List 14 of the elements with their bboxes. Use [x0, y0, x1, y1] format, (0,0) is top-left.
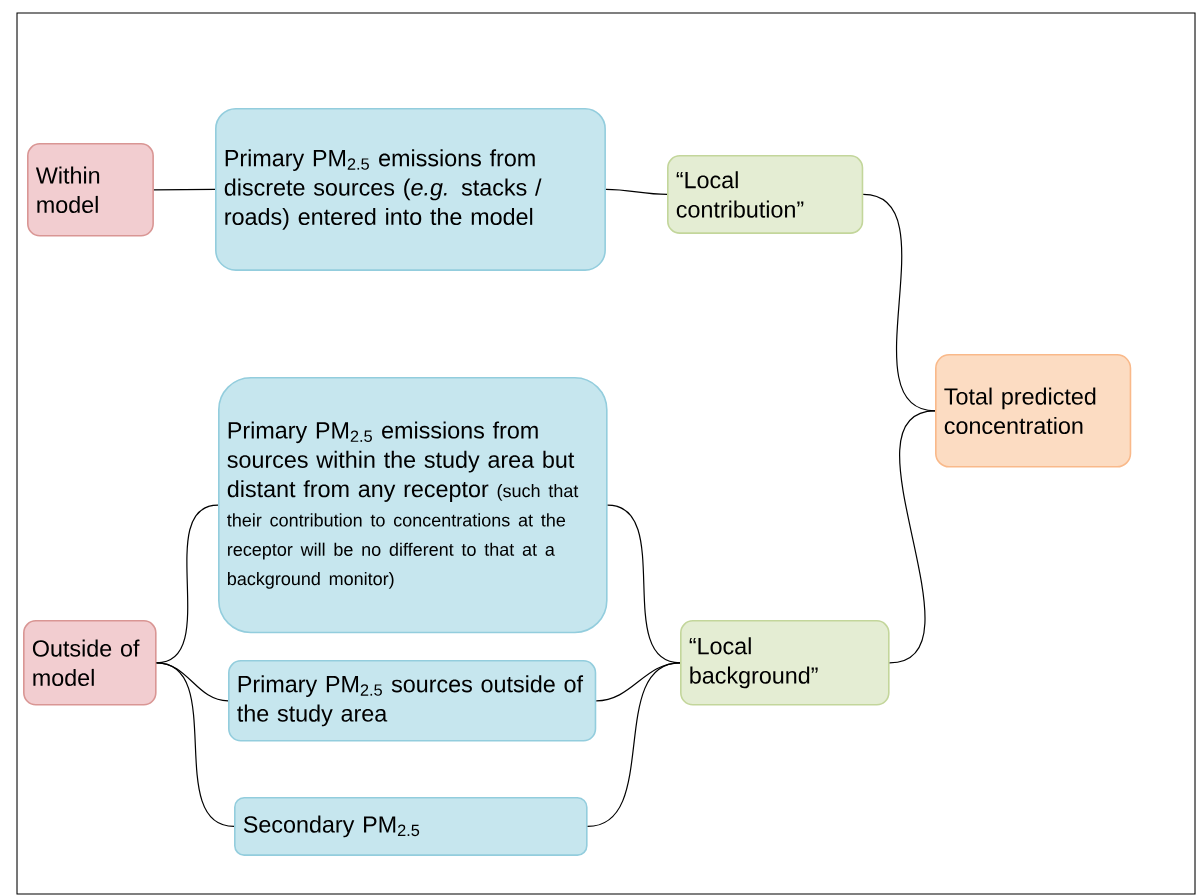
connector [156, 662, 235, 828]
connector [605, 188, 668, 196]
source-box: Primary PM$_{2.5}$ emissions from sources within the study area but distant from any receptor (such that their contribution to concentrations at the receptor will be no different to that at a background monitor) [218, 377, 608, 634]
source-box: Primary PM$_{2.5}$ emissions from discrete sources (e.g. stacks / roads) entered into the model [215, 108, 606, 271]
contribution-box: “Local background” [680, 620, 890, 706]
result-box: Total predicted concentration [935, 354, 1132, 468]
connector [587, 662, 681, 828]
group-box: Outside of model [23, 620, 157, 706]
connector [889, 410, 936, 664]
connector [153, 188, 216, 191]
source-box: Primary PM$_{2.5}$ sources outside of the study area [228, 660, 597, 742]
contribution-box: “Local contribution” [667, 155, 864, 234]
source-box: Secondary PM$_{2.5}$ [234, 797, 588, 856]
group-box: Within model [27, 143, 154, 237]
